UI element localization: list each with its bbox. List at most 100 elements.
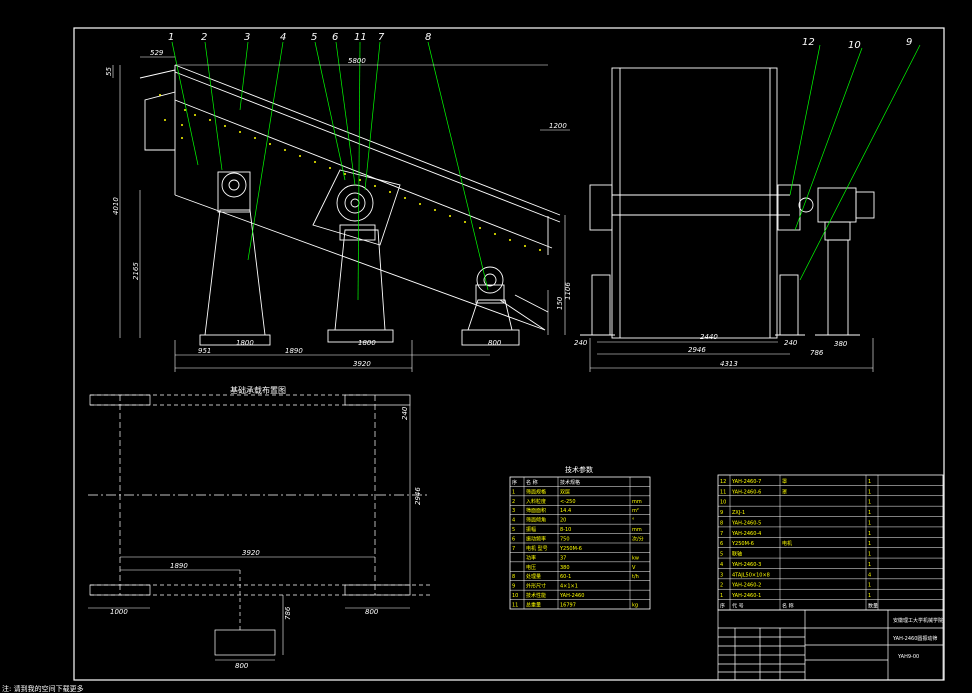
bom-cell: 7: [720, 531, 723, 537]
part-label-9: 9: [906, 37, 912, 48]
bom-cell: 序: [720, 603, 725, 610]
plan-dimension-lines: [88, 405, 411, 661]
svg-text:2946: 2946: [414, 487, 422, 505]
bom-cell: 4: [868, 572, 871, 578]
bom-cell: ZXJ-1: [732, 510, 745, 516]
part-label-5: 5: [311, 32, 317, 43]
bom-cell: 1: [868, 489, 871, 495]
plan-dimension-text: 240 2946 3920 1890 1000 800 786 800: [110, 406, 422, 670]
spec-cell: mm: [632, 527, 642, 533]
spec-cell: 8: [512, 574, 515, 580]
bom-cell: 罩: [782, 479, 787, 485]
spec-cell: mm: [632, 499, 642, 505]
svg-text:951: 951: [198, 347, 211, 355]
part-label-3: 3: [244, 32, 250, 43]
svg-text:786: 786: [810, 349, 824, 357]
svg-text:3920: 3920: [242, 549, 260, 557]
spec-cell: 750: [560, 537, 570, 543]
spec-cell: 电压: [526, 564, 536, 571]
spec-cell: 11: [512, 603, 518, 609]
svg-text:1800: 1800: [236, 339, 254, 347]
bom-cell: 1: [868, 562, 871, 568]
svg-text:1200: 1200: [549, 122, 567, 130]
side-leader-lines: [171, 41, 489, 301]
bom-cell: 1: [720, 593, 723, 599]
bom-cell: 代 号: [732, 603, 744, 610]
bom-cell: 1: [868, 479, 871, 485]
bom-cell: YAH-2460-6: [731, 489, 761, 495]
spec-table-title: 技术参数: [565, 465, 593, 474]
spec-cell: m²: [632, 508, 639, 514]
spec-cell: 9: [512, 584, 515, 590]
bom-cell: 1: [868, 510, 871, 516]
bom-cell: 9: [720, 510, 723, 516]
svg-text:2946: 2946: [688, 346, 706, 354]
svg-text:2165: 2165: [132, 262, 140, 280]
spec-cell: 次/分: [632, 536, 644, 543]
bom-cell: Y250M-6: [731, 541, 754, 547]
bom-cell: YAH-2460-4: [731, 531, 761, 537]
drawing-number: YAH9-00: [897, 654, 919, 660]
spec-cell: V: [632, 565, 636, 571]
spec-cell: kw: [632, 555, 639, 561]
svg-text:529: 529: [150, 49, 164, 57]
spec-cell: 6: [512, 537, 515, 543]
bom-cell: YAH-2460-3: [731, 562, 761, 568]
spec-cell: 处理量: [526, 573, 541, 580]
bom-cell: 5: [720, 552, 723, 558]
bom-cell: 2: [720, 583, 723, 589]
spec-cell: 电机 型号: [526, 545, 548, 552]
part-label-2: 2: [201, 32, 207, 43]
bom-cell: 1: [868, 593, 871, 599]
svg-text:786: 786: [284, 606, 292, 620]
svg-text:380: 380: [834, 340, 848, 348]
part-label-8: 8: [425, 32, 431, 43]
spec-cell: °: [632, 518, 635, 524]
spec-cell: 380: [560, 565, 570, 571]
bom-cell: 1: [868, 541, 871, 547]
school-name: 安徽理工大学机械学院: [893, 617, 943, 624]
bom-cell: 3: [720, 572, 723, 578]
spec-cell: 入料粒度: [526, 498, 546, 505]
spec-cell: 16797: [560, 603, 576, 609]
part-label-11: 11: [354, 32, 367, 43]
spec-cell: 20: [560, 518, 566, 524]
part-label-4: 4: [280, 32, 286, 43]
bom-cell: 联轴: [732, 551, 742, 558]
bom-cell: 名 称: [782, 603, 794, 610]
side-dimension-lines: [112, 56, 570, 372]
bom-cell: 11: [720, 489, 726, 495]
svg-text:240: 240: [784, 339, 798, 347]
svg-text:4313: 4313: [720, 360, 738, 368]
end-part-labels: 12 10 9: [802, 37, 912, 51]
bom-cell: YAH-2460-5: [731, 520, 761, 526]
svg-text:240: 240: [401, 406, 409, 420]
side-dimension-text: 529 5800 55 4010 2165 1200 1106 150 951 …: [105, 49, 572, 368]
side-hole-marks: [159, 94, 541, 251]
part-label-10: 10: [848, 40, 861, 51]
svg-text:800: 800: [488, 339, 502, 347]
bom-cell: 4TAJL50×10×8: [732, 572, 770, 578]
spec-cell: 序: [512, 479, 517, 486]
drawing-name: YAH-2460圆振动筛: [892, 635, 937, 642]
svg-text:240: 240: [574, 339, 588, 347]
svg-text:4010: 4010: [112, 197, 120, 215]
bom-cell: 罩: [782, 489, 787, 495]
spec-cell: 外形尺寸: [526, 583, 546, 590]
status-bar-text: 注: 请到我的空间下载更多: [0, 685, 202, 693]
svg-text:1106: 1106: [564, 282, 572, 300]
bom-cell: YAH-2460-1: [731, 593, 761, 599]
spec-cell: YAH-2460: [559, 593, 584, 599]
spec-cell: 筛面规格: [526, 488, 546, 495]
svg-text:1890: 1890: [170, 562, 188, 570]
spec-cell: 4: [512, 518, 515, 524]
title-block-text: 安徽理工大学机械学院 YAH-2460圆振动筛 YAH9-00: [892, 617, 943, 660]
end-leader-lines: [789, 44, 921, 281]
side-view: [139, 64, 561, 346]
spec-cell: 5: [512, 527, 515, 533]
svg-text:150: 150: [556, 296, 564, 310]
bom-cell: 8: [720, 520, 723, 526]
